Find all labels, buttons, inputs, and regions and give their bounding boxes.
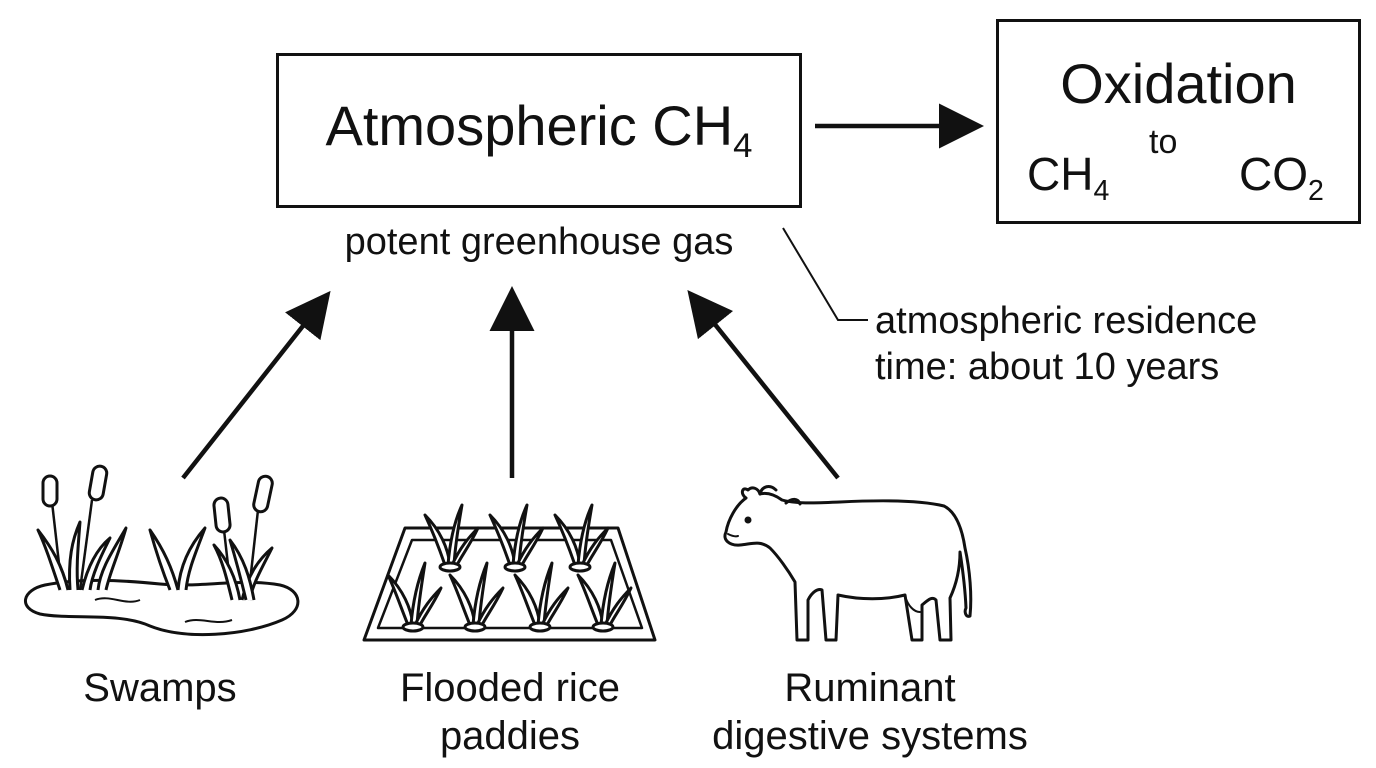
residence-note-line1: atmospheric residence [875, 300, 1258, 342]
product-subscript: 2 [1308, 174, 1324, 207]
potent-greenhouse-label: potent greenhouse gas [344, 221, 734, 263]
atmospheric-ch4-box: Atmospheric CH4 [276, 53, 802, 208]
oxidation-product: CO2 [1239, 148, 1324, 207]
ruminant-label: Ruminant digestive systems [690, 664, 1050, 760]
residence-note: atmospheric residence time: about 10 yea… [875, 298, 1257, 390]
rice-label-line1: Flooded rice [399, 666, 621, 710]
rice-label-line2: paddies [439, 714, 581, 758]
swamp-illustration [23, 464, 300, 637]
arrow-swamps-to-ch4 [181, 290, 331, 480]
residence-leader-line [782, 227, 868, 321]
cow-illustration [723, 485, 973, 642]
oxidation-title: Oxidation [1060, 52, 1297, 115]
atmospheric-ch4-text: Atmospheric CH [325, 94, 734, 157]
atmospheric-ch4-title: Atmospheric CH4 [279, 94, 799, 166]
oxidation-arrow-label: to [1149, 123, 1178, 161]
arrow-ruminant-to-ch4 [687, 289, 840, 480]
rice-paddies-label: Flooded rice paddies [360, 664, 660, 760]
product-text: CO [1239, 148, 1308, 200]
residence-note-line2: time: about 10 years [875, 346, 1220, 388]
oxidation-reactant: CH4 [1027, 148, 1109, 207]
ruminant-label-line1: Ruminant [784, 666, 956, 710]
swamps-label: Swamps [83, 666, 237, 710]
ruminant-label-line2: digestive systems [712, 714, 1028, 758]
reactant-text: CH [1027, 148, 1094, 200]
ch4-subscript: 4 [733, 127, 753, 166]
rice-paddy-illustration [362, 503, 657, 642]
oxidation-box: Oxidation CH4 to CO2 [996, 19, 1361, 224]
reactant-subscript: 4 [1093, 174, 1110, 207]
